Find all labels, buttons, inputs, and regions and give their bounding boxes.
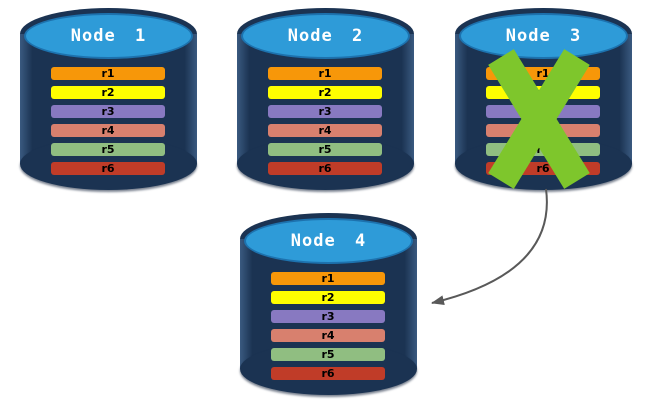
node-3-replica-r3: r3 [486, 105, 600, 118]
node-4-replica-list: r1 r2 r3 r4 r5 r6 [271, 272, 385, 386]
node-4-replica-r2: r2 [271, 291, 385, 304]
node-2-replica-list: r1 r2 r3 r4 r5 r6 [268, 67, 382, 181]
failover-arrow-path [431, 188, 548, 306]
failover-arrow [431, 188, 548, 306]
node-3-title: Node 3 [505, 26, 582, 46]
node-3-replica-r2: r2 [486, 86, 600, 99]
node-2-replica-r1: r1 [268, 67, 382, 80]
node-4-cap: Node 4 [244, 218, 413, 264]
node-2-replica-r4: r4 [268, 124, 382, 137]
node-2: Node 2 r1 r2 r3 r4 r5 r6 [237, 8, 414, 190]
node-1-replica-r5: r5 [51, 143, 165, 156]
node-4-title: Node 4 [290, 231, 367, 251]
node-2-cap: Node 2 [241, 13, 410, 59]
node-2-replica-r2: r2 [268, 86, 382, 99]
node-2-replica-r6: r6 [268, 162, 382, 175]
node-1: Node 1 r1 r2 r3 r4 r5 r6 [20, 8, 197, 190]
node-3-replica-r5: r5 [486, 143, 600, 156]
node-1-replica-r4: r4 [51, 124, 165, 137]
node-4-replica-r5: r5 [271, 348, 385, 361]
node-3: Node 3 r1 r2 r3 r4 r5 r6 [455, 8, 632, 190]
node-1-replica-r3: r3 [51, 105, 165, 118]
node-4-replica-r4: r4 [271, 329, 385, 342]
node-2-title: Node 2 [287, 26, 364, 46]
node-4: Node 4 r1 r2 r3 r4 r5 r6 [240, 213, 417, 395]
node-3-replica-r4: r4 [486, 124, 600, 137]
node-1-replica-r2: r2 [51, 86, 165, 99]
node-1-cap: Node 1 [24, 13, 193, 59]
node-4-replica-r3: r3 [271, 310, 385, 323]
node-3-replica-r1: r1 [486, 67, 600, 80]
node-3-replica-list: r1 r2 r3 r4 r5 r6 [486, 67, 600, 181]
node-3-cap: Node 3 [459, 13, 628, 59]
node-2-replica-r5: r5 [268, 143, 382, 156]
node-2-replica-r3: r3 [268, 105, 382, 118]
node-4-replica-r6: r6 [271, 367, 385, 380]
node-4-replica-r1: r1 [271, 272, 385, 285]
node-1-title: Node 1 [70, 26, 147, 46]
node-3-replica-r6: r6 [486, 162, 600, 175]
node-1-replica-r6: r6 [51, 162, 165, 175]
node-1-replica-list: r1 r2 r3 r4 r5 r6 [51, 67, 165, 181]
node-1-replica-r1: r1 [51, 67, 165, 80]
